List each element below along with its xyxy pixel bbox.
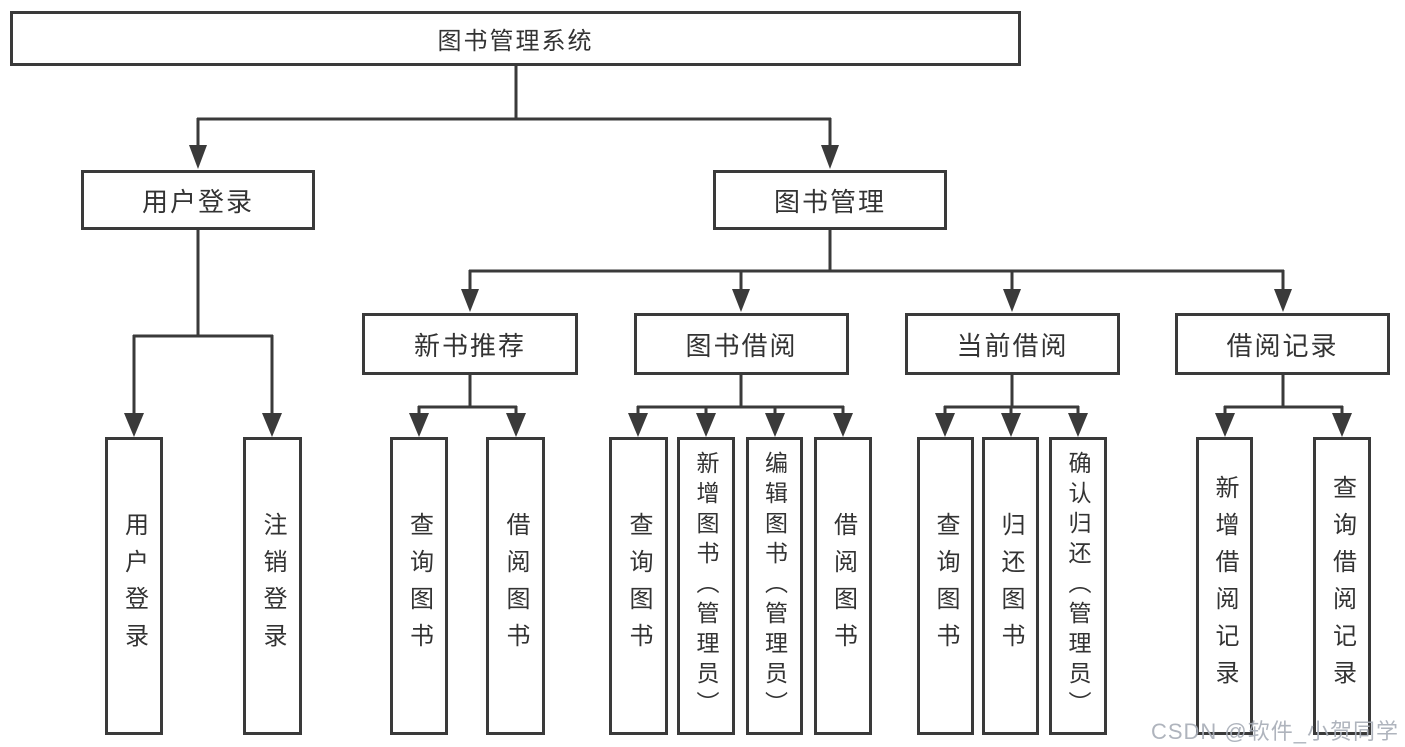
arrowheads: [124, 145, 1352, 437]
leaf-confirm-return-admin: 确认归还（管理员）: [1049, 437, 1107, 735]
node-root-label: 图书管理系统: [437, 28, 594, 55]
node-user-login-label: 用户登录: [141, 186, 254, 217]
leaf-add-books-admin: 新增图书（管理员）: [677, 437, 735, 735]
leaf-add-borrow-record-label: 新增借阅记录: [1211, 475, 1238, 697]
connector-root: [196, 66, 832, 147]
leaf-user-login: 用户登录: [105, 437, 163, 735]
leaf-edit-books-admin-label: 编辑图书（管理员）: [761, 451, 788, 721]
connector-book-borrowing: [636, 375, 845, 414]
connector-book-management: [468, 230, 1285, 291]
connector-user-login: [132, 230, 274, 414]
node-new-book-recommend: 新书推荐: [362, 313, 578, 375]
node-user-login: 用户登录: [81, 170, 315, 230]
node-book-management-label: 图书管理: [773, 186, 886, 217]
node-current-borrowing: 当前借阅: [905, 313, 1120, 375]
leaf-logout: 注销登录: [243, 437, 302, 735]
leaf-query-borrow-record-label: 查询借阅记录: [1328, 475, 1356, 697]
leaf-user-login-label: 用户登录: [120, 512, 148, 660]
node-new-book-recommend-label: 新书推荐: [413, 330, 526, 361]
node-borrowing-records-label: 借阅记录: [1226, 330, 1339, 361]
node-current-borrowing-label: 当前借阅: [956, 330, 1069, 361]
connector-new-book-recommend: [417, 375, 518, 414]
leaf-borrow-books-recommend-label: 借阅图书: [502, 512, 529, 660]
leaf-query-books-current-label: 查询图书: [932, 512, 959, 660]
leaf-return-books-label: 归还图书: [997, 512, 1024, 660]
csdn-watermark: CSDN @软件_小贺同学: [1150, 719, 1399, 744]
node-root: 图书管理系统: [10, 11, 1021, 66]
leaf-query-books-recommend-label: 查询图书: [405, 512, 433, 660]
leaf-borrow-books: 借阅图书: [814, 437, 872, 735]
leaf-add-books-admin-label: 新增图书（管理员）: [693, 451, 719, 721]
leaf-query-books-current: 查询图书: [917, 437, 974, 735]
node-book-borrowing: 图书借阅: [634, 313, 849, 375]
leaf-query-books-borrowing: 查询图书: [609, 437, 668, 735]
leaf-query-books-borrowing-label: 查询图书: [625, 512, 652, 660]
leaf-query-books-recommend: 查询图书: [390, 437, 448, 735]
node-book-management: 图书管理: [713, 170, 947, 230]
leaf-query-borrow-record: 查询借阅记录: [1313, 437, 1371, 735]
leaf-borrow-books-label: 借阅图书: [829, 512, 857, 660]
leaf-borrow-books-recommend: 借阅图书: [486, 437, 545, 735]
connector-current-borrowing: [943, 375, 1080, 414]
leaf-confirm-return-admin-label: 确认归还（管理员）: [1065, 451, 1091, 721]
leaf-logout-label: 注销登录: [259, 512, 286, 660]
node-book-borrowing-label: 图书借阅: [685, 330, 798, 361]
leaf-edit-books-admin: 编辑图书（管理员）: [746, 437, 803, 735]
node-borrowing-records: 借阅记录: [1175, 313, 1390, 375]
leaf-add-borrow-record: 新增借阅记录: [1196, 437, 1253, 735]
connector-borrowing-records: [1223, 375, 1344, 414]
leaf-return-books: 归还图书: [982, 437, 1039, 735]
